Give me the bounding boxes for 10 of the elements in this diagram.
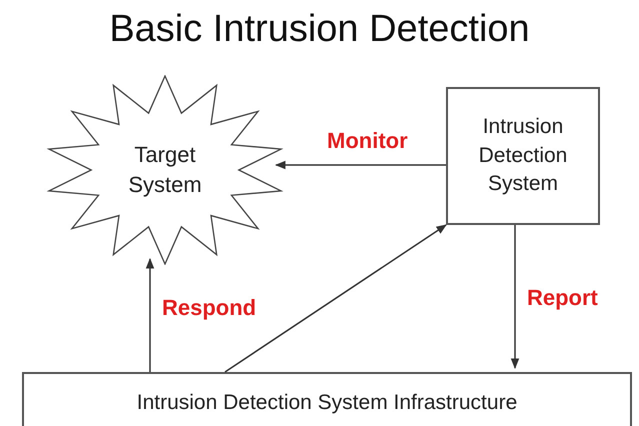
starburst-shape [45,75,285,265]
arrow [224,224,447,373]
arrow [510,225,520,370]
node-text: Target System [127,141,203,199]
node-text: Intrusion Detection System Infrastructure [136,390,518,416]
node-text: Intrusion Detection System [478,114,568,198]
process-box [446,87,600,225]
arrow [146,258,154,372]
arrow [274,160,446,170]
title: Basic Intrusion Detection [108,8,531,51]
